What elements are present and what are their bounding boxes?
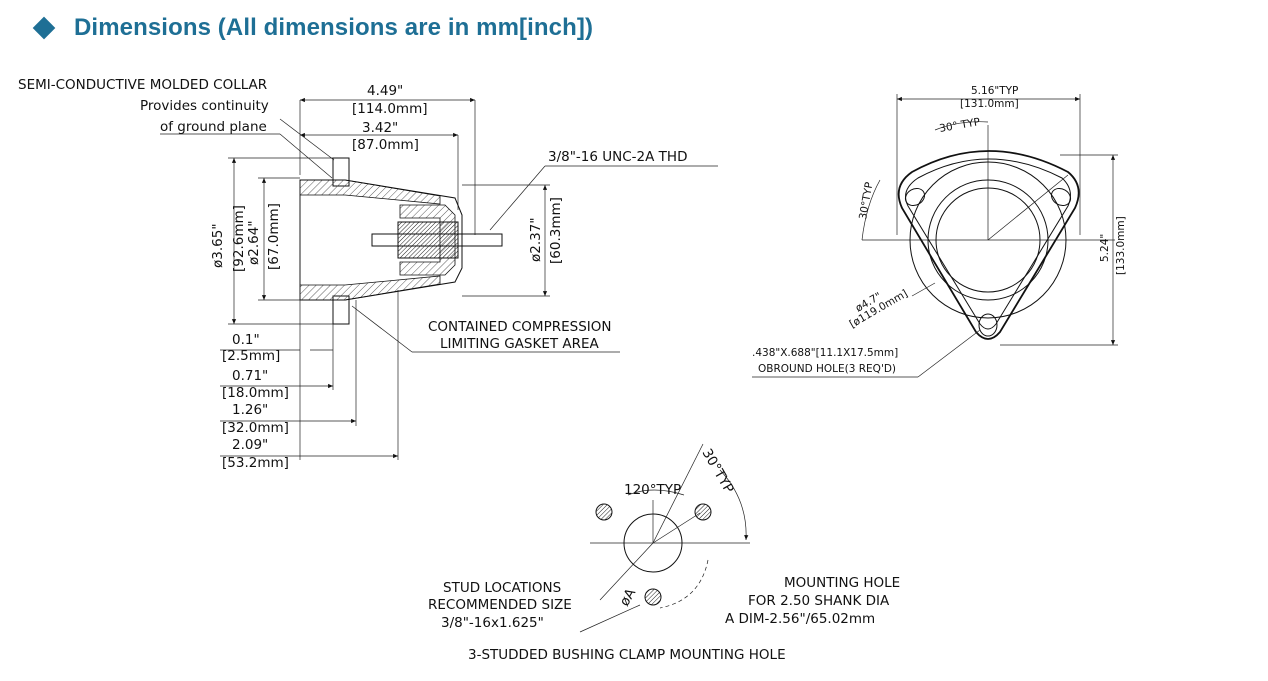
dim-b-mm: [18.0mm] [222, 385, 289, 401]
dim-c-in: 1.26" [232, 402, 268, 418]
page-title: Dimensions (All dimensions are in mm[inc… [74, 14, 594, 41]
dim-c-mm: [32.0mm] [222, 420, 289, 436]
stud-hole-1 [595, 503, 613, 521]
dim-b-in: 0.71" [232, 368, 268, 384]
dim-d-in: 2.09" [232, 437, 268, 453]
dia-outer-mm: [92.6mm] [231, 205, 247, 272]
mounting-diagram: 120°TYP 30°TYP øA STUD LOCATIONS RECOMME… [428, 443, 900, 663]
gasket-label-line1: CONTAINED COMPRESSION [428, 319, 611, 335]
hole-label-line2: FOR 2.50 SHANK DIA [748, 593, 890, 609]
collar-label-line3: of ground plane [160, 119, 267, 135]
dia-a-label: øA [617, 585, 640, 609]
dim-a-in: 0.1" [232, 332, 260, 348]
hole-label-line1: MOUNTING HOLE [784, 575, 900, 591]
thread-label: 3/8"-16 UNC-2A THD [548, 149, 687, 165]
dia-outer-in: ø3.65" [210, 223, 226, 268]
front-height-in: 5.24" [1099, 234, 1111, 262]
side-view: SEMI-CONDUCTIVE MOLDED COLLAR Provides c… [18, 77, 718, 471]
gasket-label-line2: LIMITING GASKET AREA [440, 336, 600, 352]
mounting-caption: 3-STUDDED BUSHING CLAMP MOUNTING HOLE [468, 647, 786, 663]
oblong-label-line1b: OBROUND HOLE(3 REQ'D) [758, 363, 896, 375]
collar-label-line1: SEMI-CONDUCTIVE MOLDED COLLAR [18, 77, 267, 93]
front-width-in: 5.16"TYP [971, 85, 1018, 97]
stud-hole-2 [694, 503, 712, 521]
angle-120-label: 120°TYP [624, 482, 681, 498]
dim-overall-mm: [114.0mm] [352, 101, 427, 117]
oblong-label-line1: .438"X.688"[11.1X17.5mm] [752, 347, 898, 359]
dia-nose-mm: [60.3mm] [548, 197, 564, 264]
front-height-mm: [133.0mm] [1115, 216, 1127, 275]
front-view: 5.16"TYP [131.0mm] 30° TYP 30°TYP 5.24" … [752, 85, 1127, 378]
dia-inner-mm: [67.0mm] [266, 203, 282, 270]
angle-30-label: 30°TYP [699, 446, 737, 496]
section-header: Dimensions (All dimensions are in mm[inc… [28, 10, 593, 46]
collar-label-line2: Provides continuity [140, 98, 269, 114]
front-angle-top: 30° TYP [938, 116, 981, 135]
stud-label-line3: 3/8"-16x1.625" [441, 615, 544, 631]
stud-label-line1: STUD LOCATIONS [443, 580, 561, 596]
stud-hole-3 [644, 588, 662, 606]
dim-body-mm: [87.0mm] [352, 137, 419, 153]
dim-a-mm: [2.5mm] [222, 348, 280, 364]
dim-overall-in: 4.49" [367, 83, 403, 99]
stud-label-line2: RECOMMENDED SIZE [428, 597, 572, 613]
dim-body-in: 3.42" [362, 120, 398, 136]
dia-nose-in: ø2.37" [528, 217, 544, 262]
hole-label-line3: A DIM-2.56"/65.02mm [725, 611, 875, 627]
dia-inner-in: ø2.64" [246, 220, 262, 265]
dim-d-mm: [53.2mm] [222, 455, 289, 471]
front-width-mm: [131.0mm] [960, 98, 1019, 110]
